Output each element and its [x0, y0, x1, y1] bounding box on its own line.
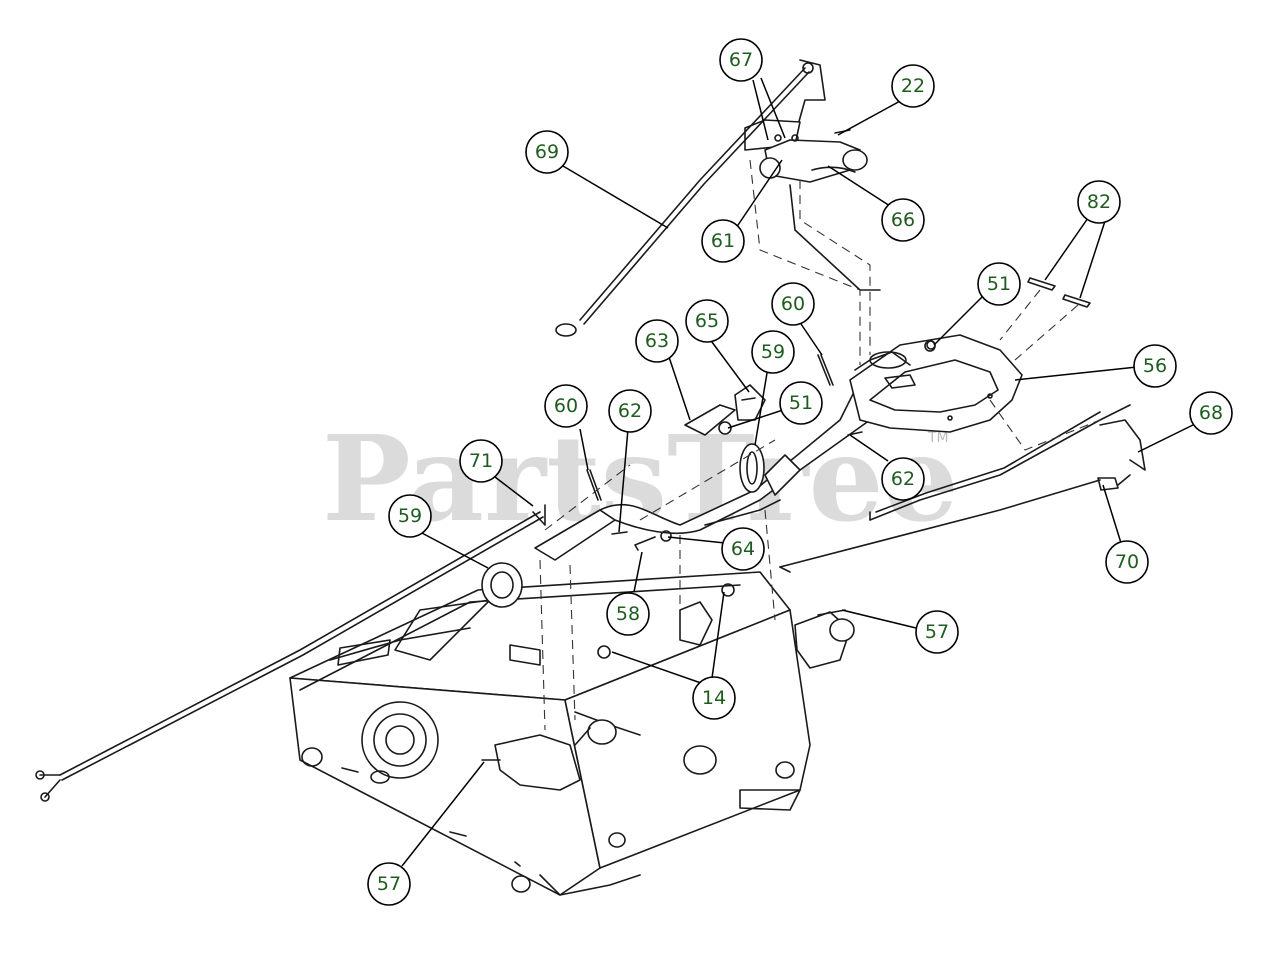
callout-label: 62	[891, 468, 915, 490]
callout-22[interactable]: 22	[891, 64, 935, 108]
callout-label: 63	[645, 330, 669, 352]
callout-label: 59	[398, 505, 422, 527]
callout-label: 59	[761, 341, 785, 363]
callout-label: 64	[731, 538, 755, 560]
callout-61[interactable]: 61	[701, 219, 745, 263]
callout-label: 68	[1199, 402, 1223, 424]
callout-82[interactable]: 82	[1077, 180, 1121, 224]
callout-65[interactable]: 65	[685, 299, 729, 343]
callout-58[interactable]: 58	[606, 592, 650, 636]
callout-66[interactable]: 66	[881, 198, 925, 242]
callout-label: 22	[901, 75, 925, 97]
washers	[1027, 277, 1091, 308]
callout-63[interactable]: 63	[635, 319, 679, 363]
callout-59-lower[interactable]: 59	[388, 494, 432, 538]
callout-69[interactable]: 69	[525, 130, 569, 174]
callout-70[interactable]: 70	[1105, 540, 1149, 584]
callout-label: 62	[618, 400, 642, 422]
callout-label: 60	[781, 293, 805, 315]
callout-51-lower[interactable]: 51	[779, 381, 823, 425]
callout-label: 70	[1115, 551, 1139, 573]
callout-label: 51	[987, 273, 1011, 295]
callout-label: 58	[616, 603, 640, 625]
callout-label: 57	[925, 621, 949, 643]
pivot-bracket-right	[794, 609, 855, 669]
watermark-trademark: TM	[927, 430, 949, 446]
callout-71[interactable]: 71	[459, 439, 503, 483]
callout-label: 82	[1087, 191, 1111, 213]
callout-67[interactable]: 67	[719, 38, 763, 82]
callout-56[interactable]: 56	[1133, 344, 1177, 388]
cable-70	[779, 419, 1146, 573]
callout-60-upper[interactable]: 60	[771, 282, 815, 326]
callout-label: 60	[554, 395, 578, 417]
callouts: 67 22 69 61 66 82 51 60 65 63 59 56 51 6…	[367, 38, 1233, 906]
callout-51-upper[interactable]: 51	[977, 262, 1021, 306]
pivot-bracket-left	[481, 719, 617, 791]
callout-label: 56	[1143, 355, 1167, 377]
callout-64[interactable]: 64	[721, 527, 765, 571]
callout-label: 14	[702, 687, 726, 709]
callout-label: 67	[729, 49, 753, 71]
top-bracket	[744, 59, 881, 291]
cable-71	[35, 511, 544, 802]
callout-label: 57	[377, 873, 401, 895]
callout-57-right[interactable]: 57	[915, 610, 959, 654]
control-link	[739, 443, 801, 496]
lever-and-knob	[684, 384, 766, 436]
callout-62-right[interactable]: 62	[881, 457, 925, 501]
callout-57-left[interactable]: 57	[367, 862, 411, 906]
grip-ring	[481, 562, 523, 608]
assembly-lines	[539, 159, 1101, 731]
callout-label: 51	[789, 392, 813, 414]
upper-handle	[849, 334, 1023, 433]
callout-label: 66	[891, 209, 915, 231]
callout-68[interactable]: 68	[1189, 391, 1233, 435]
callout-label: 69	[535, 141, 559, 163]
frame-housing	[289, 571, 811, 896]
callout-label: 71	[469, 450, 493, 472]
callout-label: 65	[695, 310, 719, 332]
callout-59-upper[interactable]: 59	[751, 330, 795, 374]
callout-label: 61	[711, 230, 735, 252]
callout-14[interactable]: 14	[692, 676, 736, 720]
callout-60-lower[interactable]: 60	[544, 384, 588, 428]
small-hardware	[532, 340, 936, 551]
callout-62-left[interactable]: 62	[608, 389, 652, 433]
leader-lines	[401, 77, 1196, 867]
